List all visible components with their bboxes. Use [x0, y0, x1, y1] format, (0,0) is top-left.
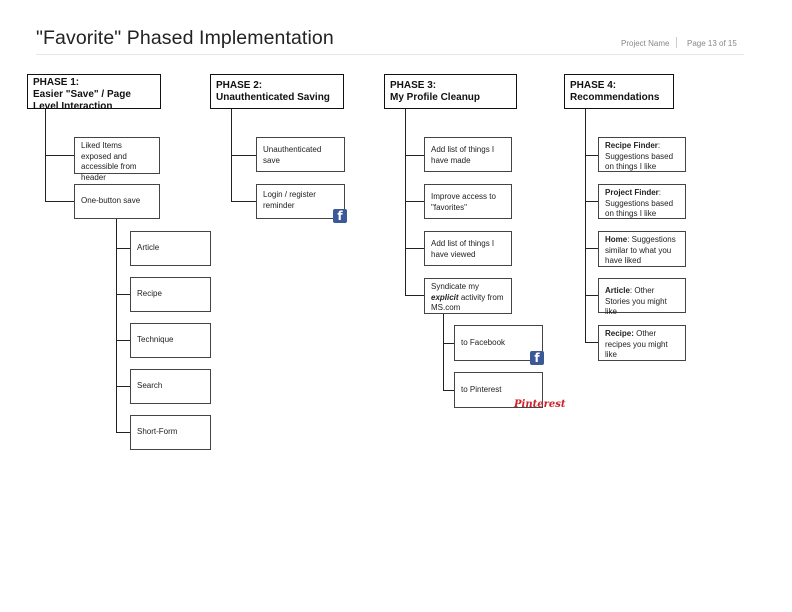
phase1-sub-short-form: Short-Form [130, 415, 211, 450]
project-name: Project Name [621, 39, 670, 48]
phase2-subtitle: Unauthenticated Saving [216, 92, 330, 103]
phase4-item-home: Home: Suggestions similar to what you ha… [598, 231, 686, 267]
phase1-item-liked: Liked Items exposed and accessible from … [74, 137, 160, 182]
phase1-sub-trunk [116, 219, 117, 433]
phase3-branch-2 [405, 201, 424, 202]
phase3-header: PHASE 3: My Profile Cleanup [384, 74, 517, 109]
phase1-sub-branch-1 [116, 248, 130, 249]
phase2-branch-1 [231, 155, 256, 156]
header-rule [36, 54, 744, 55]
phase4-title: PHASE 4: [570, 80, 617, 91]
facebook-icon: f [333, 209, 347, 223]
phase4-branch-3 [585, 248, 598, 249]
pinterest-logo-icon: Pinterest [514, 399, 566, 410]
phase4-item-2-text: : Suggestions based on things I like [605, 188, 674, 218]
facebook-icon-2: f [530, 351, 544, 365]
phase4-item-1-text: : Suggestions based on things I like [605, 141, 674, 171]
phase3-branch-3 [405, 248, 424, 249]
phase2-item-unauth-save: Unauthenticated save [256, 137, 345, 172]
phase1-branch-2 [45, 201, 74, 202]
phase1-branch-1 [45, 155, 74, 156]
phase4-item-article: Article: Other Stories you might like [598, 278, 686, 316]
page-number: Page 13 of 15 [687, 39, 737, 48]
phase3-subtitle: My Profile Cleanup [390, 92, 481, 103]
phase1-sub-branch-4 [116, 386, 130, 387]
phase1-sub-branch-2 [116, 294, 130, 295]
phase1-sub-technique: Technique [130, 323, 211, 358]
phase3-item-viewed: Add list of things I have viewed [424, 231, 512, 266]
phase2-item-login-reminder: Login / register reminder [256, 184, 345, 219]
phase2-branch-2 [231, 201, 256, 202]
phase3-sub-facebook: to Facebook [454, 325, 543, 361]
phase4-branch-2 [585, 201, 598, 202]
phase4-branch-1 [585, 155, 598, 156]
phase3-branch-4 [405, 295, 424, 296]
phase4-item-3-bold: Home [605, 235, 628, 244]
syndicate-text-post: activity from MS.com [431, 292, 504, 313]
syndicate-text-em: explicit [431, 292, 459, 302]
phase4-subtitle: Recommendations [570, 92, 660, 103]
phase4-item-project-finder: Project Finder: Suggestions based on thi… [598, 184, 686, 219]
phase3-sub-trunk [443, 314, 444, 390]
phase3-sub-branch-2 [443, 390, 454, 391]
phase3-trunk [405, 109, 406, 296]
phase4-branch-5 [585, 342, 598, 343]
header-divider [676, 37, 677, 48]
phase4-item-recipe-finder: Recipe Finder: Suggestions based on thin… [598, 137, 686, 172]
phase4-item-3-text: : Suggestions similar to what you have l… [605, 235, 676, 265]
phase3-title: PHASE 3: [390, 80, 437, 91]
phase3-branch-1 [405, 155, 424, 156]
phase4-item-4-text: : Other Stories you might like [605, 286, 667, 316]
phase1-title: PHASE 1: [33, 77, 80, 88]
phase4-header: PHASE 4: Recommendations [564, 74, 674, 109]
phase2-title: PHASE 2: [216, 80, 263, 91]
phase1-sub-recipe: Recipe [130, 277, 211, 312]
phase4-trunk [585, 109, 586, 343]
phase1-sub-search: Search [130, 369, 211, 404]
phase1-item-one-button-save: One-button save [74, 184, 160, 219]
phase4-item-5-bold: Recipe: [605, 329, 634, 338]
phase3-item-made: Add list of things I have made [424, 137, 512, 172]
page-title: "Favorite" Phased Implementation [36, 27, 334, 49]
phase1-sub-article: Article [130, 231, 211, 266]
phase3-sub-pinterest: to Pinterest [454, 372, 543, 408]
phase3-item-syndicate: Syndicate my explicit activity from MS.c… [424, 278, 512, 314]
phase4-item-2-bold: Project Finder [605, 188, 659, 197]
phase3-sub-branch-1 [443, 343, 454, 344]
phase1-header: PHASE 1: Easier "Save" / Page Level Inte… [27, 74, 161, 112]
phase1-sub-branch-3 [116, 340, 130, 341]
phase4-item-5-text: Other recipes you might like [605, 329, 668, 359]
phase1-sub-branch-5 [116, 432, 130, 433]
phase1-subtitle: Easier "Save" / Page Level Interaction [33, 89, 131, 112]
phase4-branch-4 [585, 295, 598, 296]
syndicate-text-pre: Syndicate my [431, 282, 480, 291]
phase4-item-recipe: Recipe: Other recipes you might like [598, 325, 686, 361]
phase4-item-4-bold: Article [605, 286, 630, 295]
phase4-item-1-bold: Recipe Finder [605, 141, 658, 150]
phase3-item-favorites: Improve access to "favorites" [424, 184, 512, 219]
phase2-header: PHASE 2: Unauthenticated Saving [210, 74, 344, 109]
